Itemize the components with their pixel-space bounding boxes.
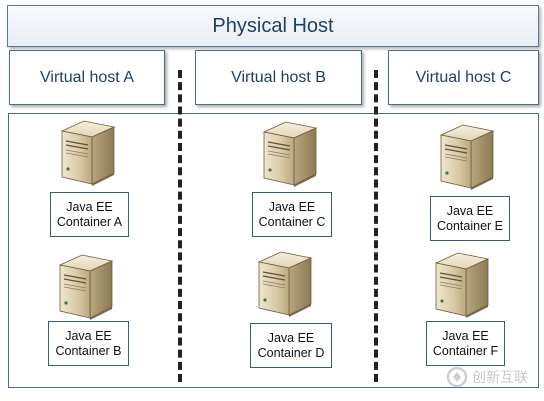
container-b-label: Java EE Container B [48,321,129,366]
server-icon-d [255,247,315,319]
watermark-text: 创新互联 [472,369,528,385]
container-f-line2: Container F [432,343,499,358]
watermark-logo-icon [446,366,468,388]
container-a-line1: Java EE [66,199,113,214]
container-f-label: Java EE Container F [426,321,505,366]
container-e-label: Java EE Container E [430,196,510,241]
separator-dashed-line-2 [374,70,378,382]
container-b-line2: Container B [55,343,122,358]
container-d-line2: Container D [257,345,325,360]
virtual-host-b: Virtual host B [195,50,362,105]
virtual-host-a: Virtual host A [9,50,165,105]
separator-dashed-line-1 [178,70,182,382]
container-d-line1: Java EE [267,330,315,345]
container-c-line2: Container C [258,214,326,229]
server-icon-f [432,248,492,320]
container-c-line1: Java EE [268,199,316,214]
server-icon-e [437,120,497,192]
virtual-host-c: Virtual host C [388,50,539,105]
container-c-label: Java EE Container C [252,192,332,237]
container-d-label: Java EE Container D [250,323,332,368]
container-a-line2: Container A [56,214,123,229]
server-icon-c [260,117,320,189]
container-a-label: Java EE Container A [50,192,129,237]
physical-host-header: Physical Host [7,5,539,47]
container-e-line2: Container E [436,218,503,233]
watermark: 创新互联 [446,366,528,388]
server-icon-a [58,116,118,188]
container-f-line1: Java EE [442,328,489,343]
server-icon-b [56,250,116,322]
container-e-line1: Java EE [446,203,494,218]
container-b-line1: Java EE [65,328,112,343]
